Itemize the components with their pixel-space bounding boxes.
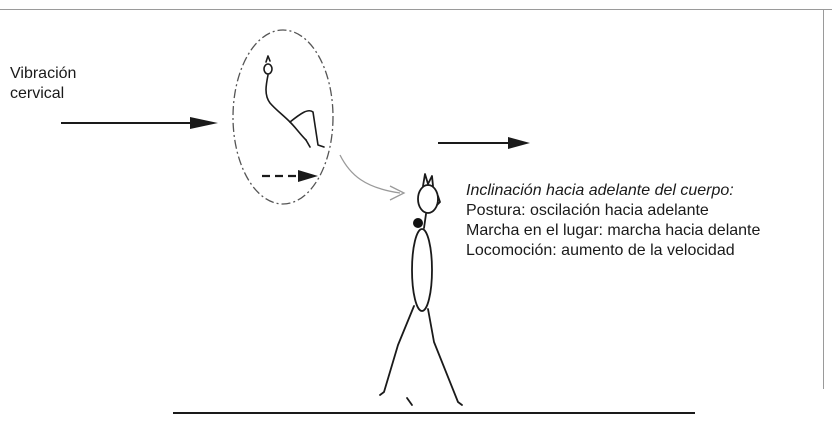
walking-figure [380,174,462,405]
inset-dashed-arrow [262,170,318,182]
inset-swaying-figure [264,56,324,147]
inset-connector-arrow [340,155,404,200]
stimulus-arrow [61,117,218,129]
inset-ellipse [233,30,333,204]
motion-arrow [438,137,530,149]
neck-vibrator-dot [413,218,423,228]
